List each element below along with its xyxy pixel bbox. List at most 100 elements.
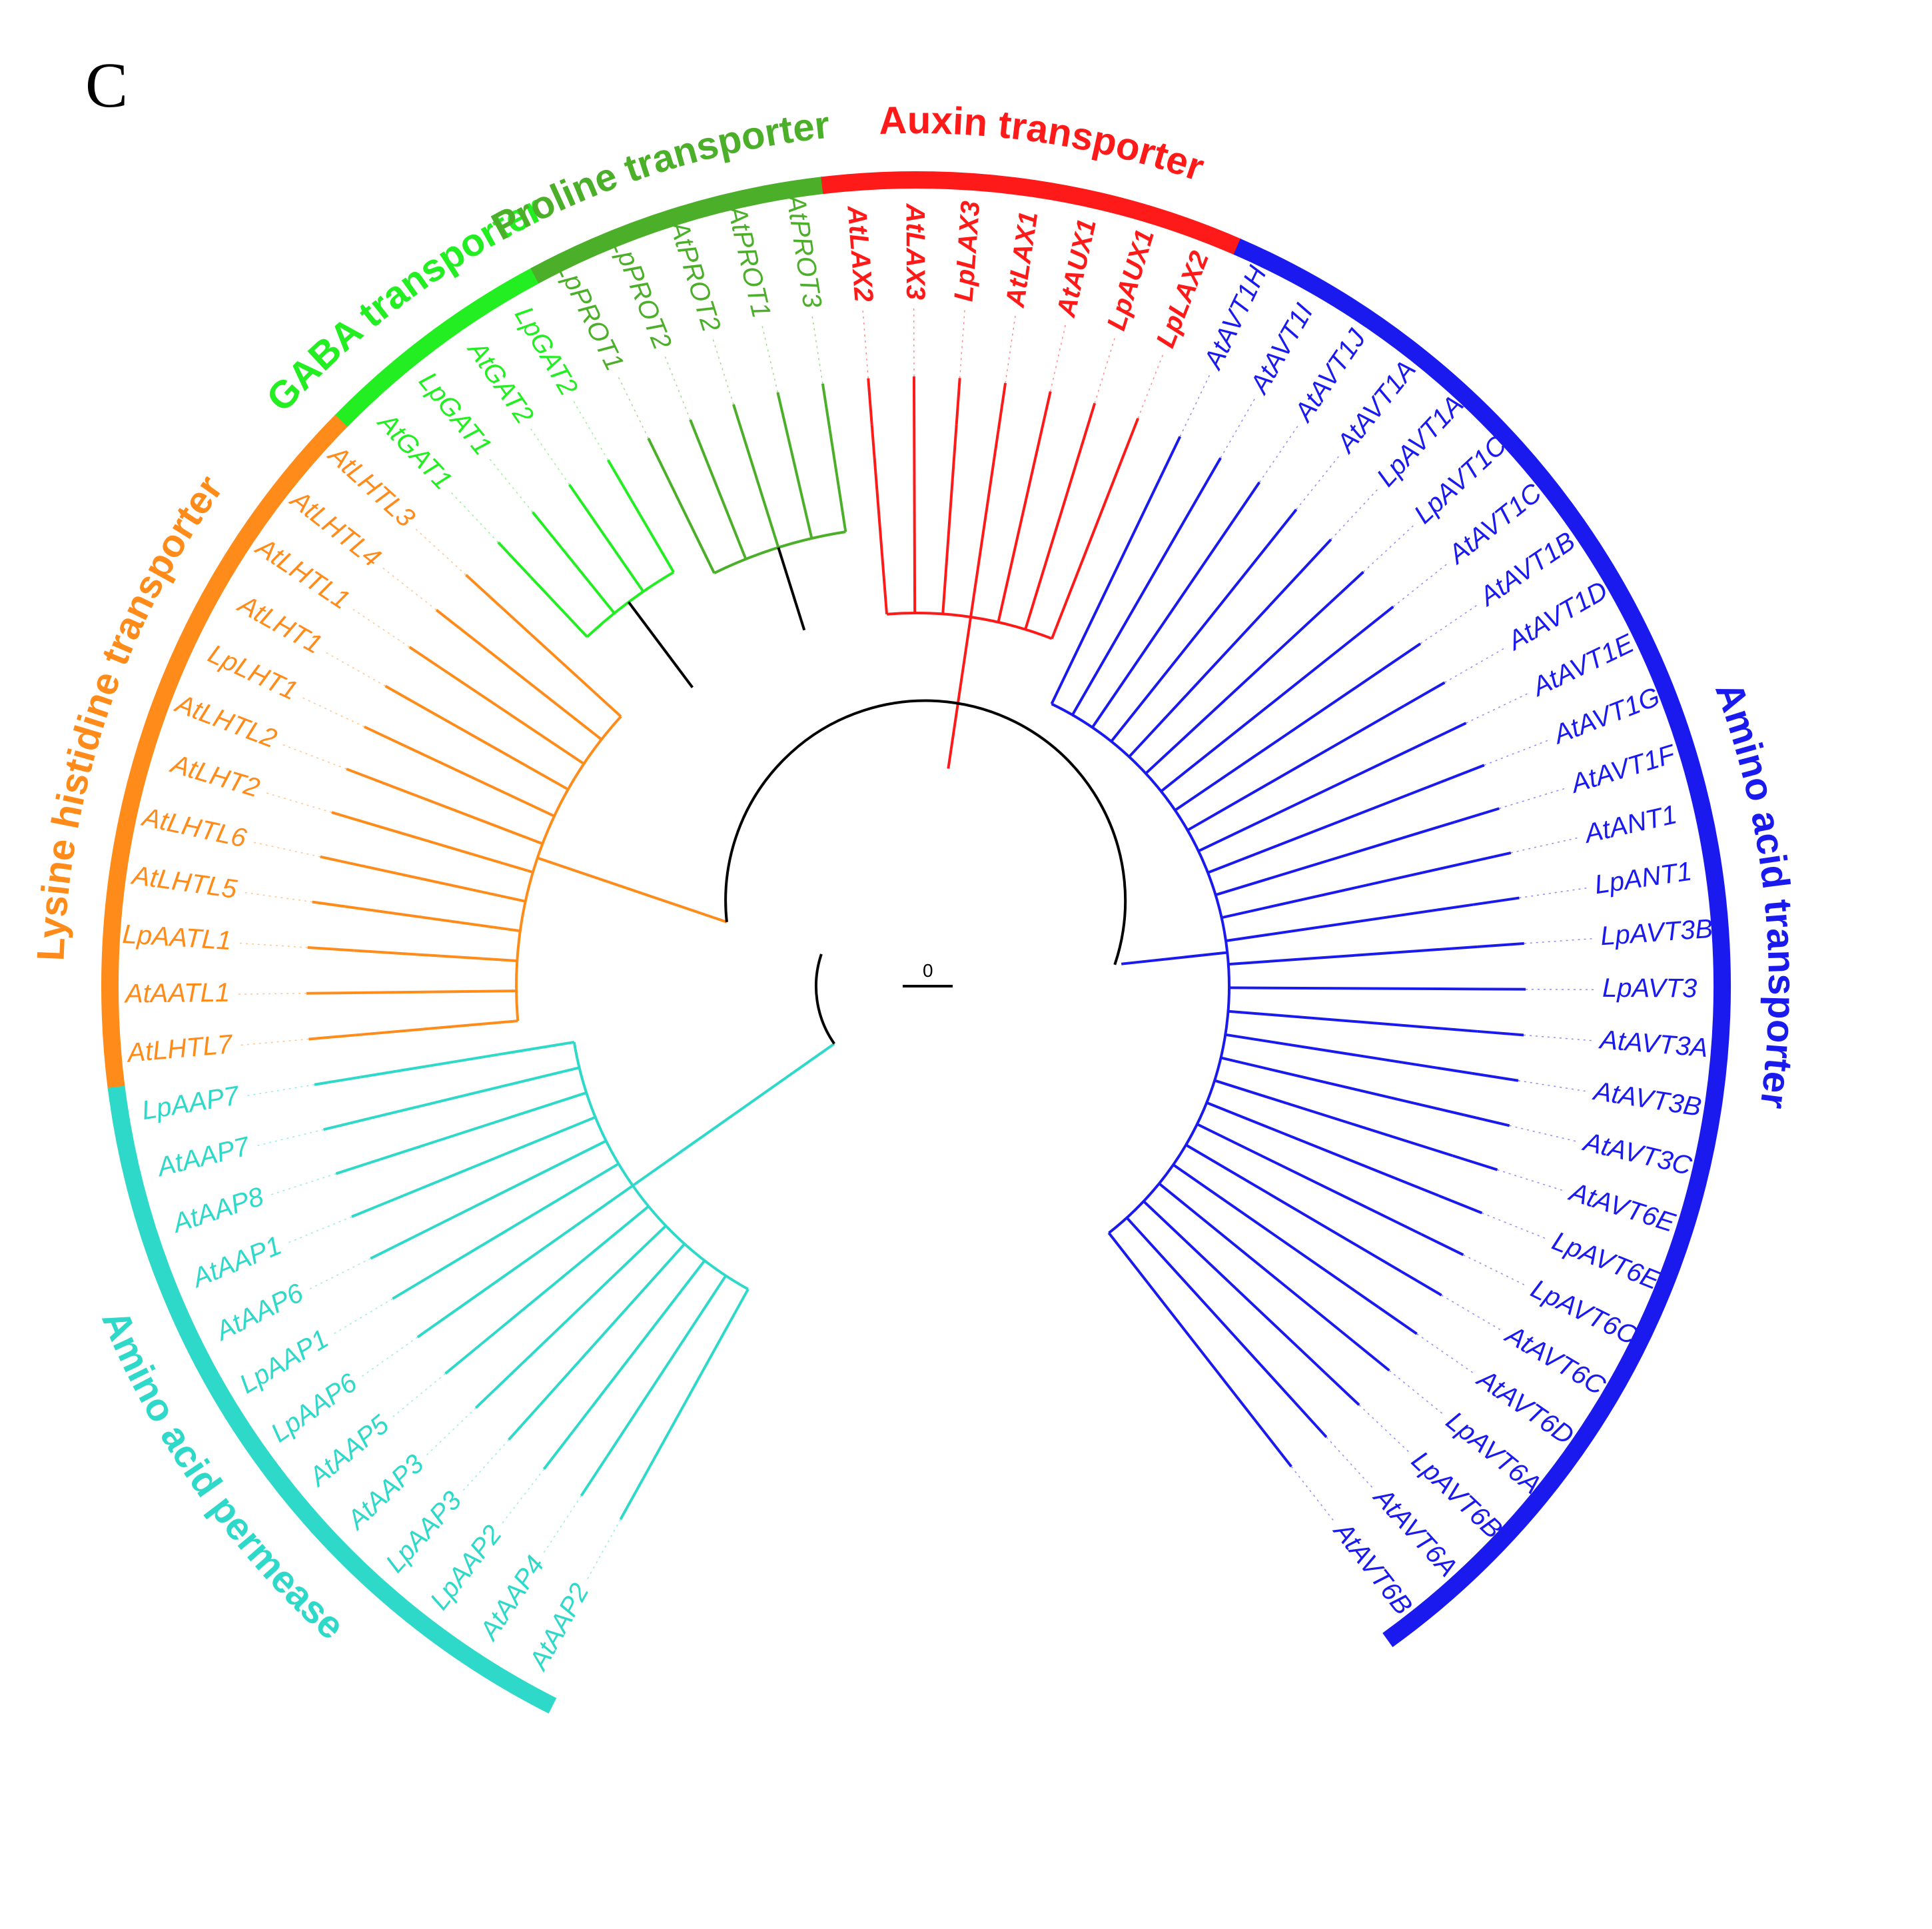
subtree-branch: [746, 448, 780, 548]
leaf-branch: [531, 511, 564, 550]
leaf-label: AtPROT1: [722, 202, 776, 321]
leaf-guide: [414, 528, 466, 576]
subtree-branch: [668, 479, 716, 574]
root-branch-label: 0: [923, 960, 933, 981]
leaf-branch: [1196, 457, 1222, 499]
leaf-guide: [302, 697, 365, 728]
subtree-branch: [1215, 820, 1455, 896]
leaf-label: AtAAP6: [210, 1278, 308, 1347]
leaf-label: AtLHT2: [167, 749, 262, 803]
subtree-branch: [1220, 1056, 1465, 1117]
subtree-branch: [1225, 1033, 1473, 1075]
leaf-guide: [664, 356, 691, 420]
family-stem: [627, 601, 694, 688]
leaf-label: LpAVT3B: [1600, 914, 1714, 952]
leaf-guide: [1388, 1370, 1443, 1415]
leaf-guide: [1420, 604, 1478, 644]
leaf-guide: [1497, 1169, 1563, 1191]
leaf-guide: [382, 567, 437, 610]
leaf-branch: [1266, 508, 1298, 547]
subtree-branch: [508, 1225, 667, 1377]
leaf-label: AtAVT3C: [1580, 1127, 1695, 1181]
subtree-branch: [1174, 668, 1383, 812]
leaf-branch: [408, 646, 449, 674]
leaf-branch: [1465, 851, 1512, 865]
leaf-guide: [1519, 887, 1588, 899]
leaf-guide: [426, 1407, 476, 1456]
leaf-branch: [606, 459, 633, 501]
subtree-branch: [1206, 1101, 1440, 1197]
leaf-guide: [1358, 1404, 1410, 1453]
leaf-branch: [1039, 391, 1052, 438]
leaf-branch: [568, 484, 598, 524]
leaf-guide: [502, 1469, 545, 1524]
leaf-branch: [1352, 1340, 1390, 1372]
leaf-branch: [689, 419, 709, 464]
leaf-guide: [288, 1216, 352, 1243]
leaf-guide: [1499, 788, 1566, 810]
subtree-branch: [913, 422, 917, 614]
subtree-branch: [1214, 1079, 1454, 1157]
leaf-branch: [435, 608, 474, 640]
leaf-guide: [1441, 1295, 1501, 1331]
leaf-label: AtAUX1: [1051, 217, 1102, 321]
subtree-branch: [454, 1184, 634, 1312]
leaf-branch: [1261, 1429, 1292, 1468]
leaf-guide: [530, 428, 570, 485]
leaf-guide: [1049, 324, 1067, 392]
leaf-branch: [1328, 570, 1364, 605]
subtree-branch: [1187, 704, 1405, 832]
subtree-branch: [376, 824, 534, 874]
family-arc-amino-acid-permease: [107, 1084, 557, 1714]
leaf-guide: [325, 652, 386, 687]
leaf-guide: [1416, 1333, 1474, 1374]
leaf-branch: [323, 1117, 370, 1131]
subtree-branch: [1198, 742, 1425, 853]
leaf-guide: [246, 1084, 315, 1097]
leaf-branch: [1440, 764, 1485, 784]
leaf-branch: [320, 855, 366, 868]
leaf-branch: [474, 1375, 511, 1409]
leaf-branch: [1324, 1371, 1360, 1406]
subtree-branch: [355, 1019, 518, 1037]
subtree-branch: [1107, 1232, 1264, 1431]
subtree-branch: [1160, 634, 1358, 793]
leaf-guide: [862, 310, 869, 378]
leaf-branch: [1423, 722, 1467, 745]
leaf-guide: [308, 1258, 371, 1290]
leaf-label: LpLAX2: [1151, 247, 1214, 352]
leaf-label: AtAVT6E: [1565, 1177, 1679, 1238]
subtree-branch: [941, 424, 958, 614]
leaf-guide: [1523, 1034, 1592, 1041]
leaf-branch: [1472, 896, 1520, 906]
leaf-branch: [1452, 1154, 1498, 1171]
leaf-label: AtAVT1F: [1566, 739, 1680, 799]
leaf-label: AtLHTL2: [171, 688, 280, 754]
leaf-guide: [1330, 488, 1378, 540]
leaf-label: LpANT1: [1593, 856, 1694, 900]
leaf-guide: [392, 1373, 446, 1418]
leaf-branch: [346, 768, 391, 787]
leaf-label: AtLHT1: [233, 589, 326, 660]
leaf-label: AtANT1: [1581, 800, 1680, 849]
leaf-guide: [256, 1129, 324, 1147]
leaf-branch: [335, 1157, 381, 1175]
backbone-arc: [724, 699, 1127, 965]
subtree-branch: [1228, 986, 1479, 991]
leaf-branch: [331, 811, 377, 828]
subtree-branch: [354, 949, 518, 962]
leaf-guide: [1362, 524, 1414, 572]
subtree-branch: [1225, 903, 1474, 942]
leaf-guide: [1179, 374, 1210, 437]
leaf-branch: [307, 946, 354, 952]
subtree-branch: [594, 522, 645, 592]
leaf-branch: [444, 1343, 482, 1375]
leaf-guide: [282, 744, 347, 770]
subtree-branch: [389, 784, 544, 846]
family-stem: [632, 1042, 835, 1187]
family-arc-auxin-transporter: [821, 171, 1242, 255]
subtree-branch: [432, 1162, 620, 1276]
leaf-label: AtLHTL6: [139, 802, 249, 854]
leaf-label: AtLHTL7: [125, 1029, 235, 1068]
